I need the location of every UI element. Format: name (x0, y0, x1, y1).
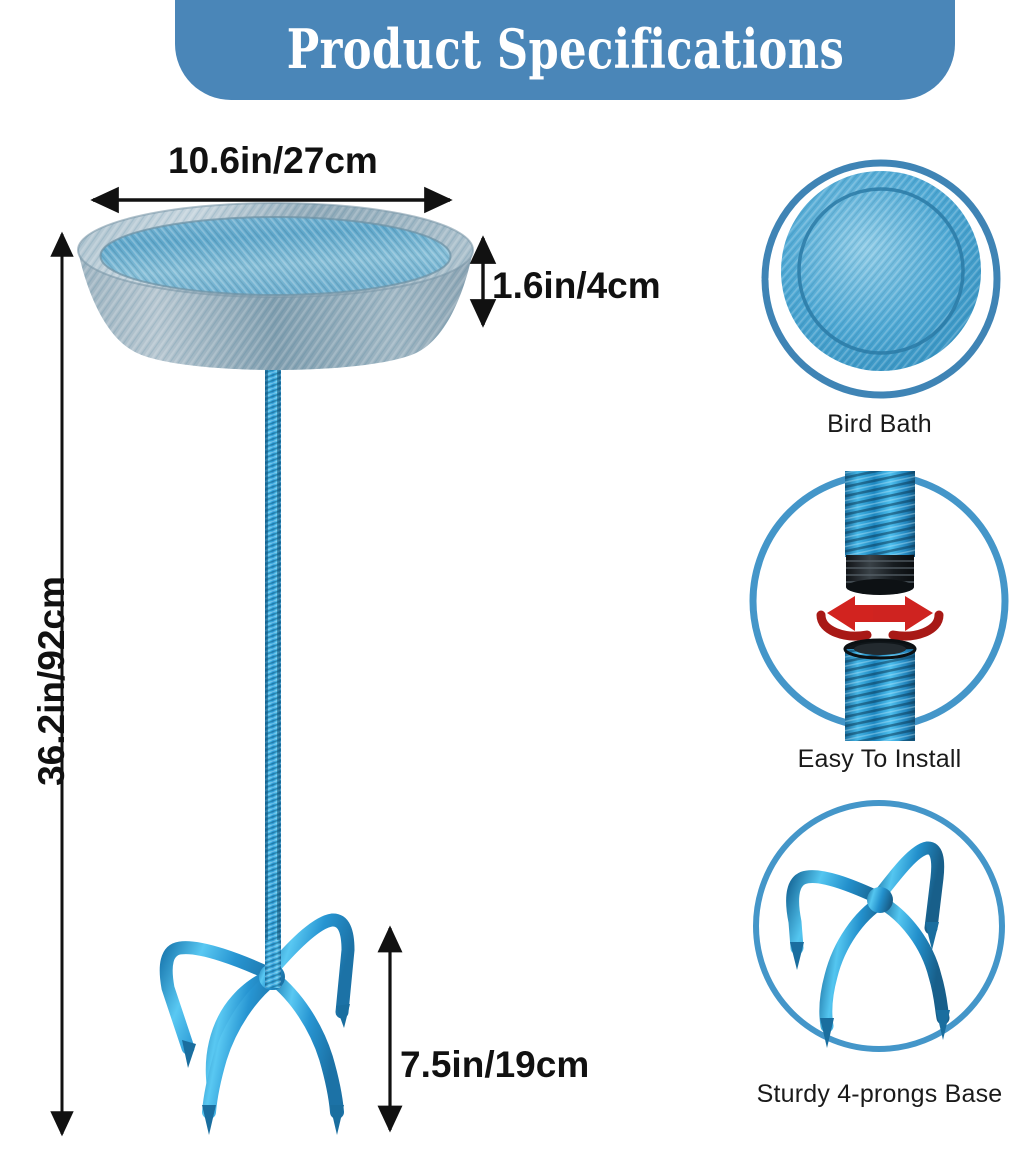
callout-sturdy-base: Sturdy 4-prongs Base (735, 798, 1024, 1133)
threaded-pipe-rotate-icon (735, 463, 1024, 751)
center-pole (265, 300, 281, 990)
prong-dimension-label: 7.5in/19cm (400, 1044, 590, 1085)
rotation-arrows-icon (816, 596, 944, 641)
callout-easy-to-install: Easy To Install (735, 463, 1024, 798)
callout-caption-bird-bath: Bird Bath (827, 410, 932, 438)
product-illustration (77, 202, 474, 1135)
four-prong-base (159, 913, 355, 1119)
callout-caption-sturdy-base: Sturdy 4-prongs Base (756, 1080, 1003, 1108)
four-prong-stake-icon (735, 798, 1024, 1086)
width-dimension-label: 10.6in/27cm (168, 140, 378, 181)
prong-tips-icon (790, 922, 950, 1048)
prong-tips (182, 1004, 350, 1135)
callout-bird-bath: Bird Bath (735, 128, 1024, 463)
product-svg (77, 202, 474, 1135)
height-dimension-label: 36.2in/92cm (31, 576, 72, 786)
page-title: Product Specifications (286, 17, 844, 81)
bird-bath-bowl (77, 202, 474, 370)
depth-dimension-label: 1.6in/4cm (492, 265, 661, 306)
header-banner: Product Specifications (175, 0, 955, 100)
pole-lower-texture (265, 940, 281, 988)
bowl-top-view-icon (735, 128, 1024, 416)
feature-callouts: Bird Bath (735, 128, 1024, 1138)
callout-caption-easy-to-install: Easy To Install (797, 745, 962, 773)
